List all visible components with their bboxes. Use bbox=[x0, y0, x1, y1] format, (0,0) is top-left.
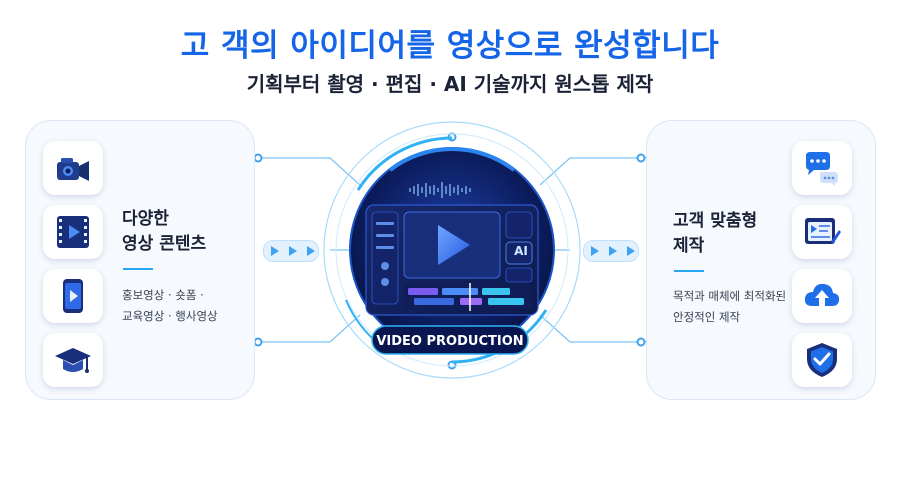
cloud-upload-tile bbox=[792, 269, 852, 323]
left-panel-underline bbox=[123, 268, 153, 270]
left-panel: 다양한 영상 콘텐츠 홍보영상 · 숏폼 · 교육영상 · 행사영상 bbox=[25, 120, 255, 400]
video-camera-tile bbox=[43, 141, 103, 195]
cloud-upload-icon bbox=[804, 283, 840, 306]
left-panel-title-1: 다양한 bbox=[122, 209, 169, 229]
smartphone-play-icon bbox=[63, 279, 83, 313]
right-arrow-pill bbox=[583, 240, 639, 262]
right-panel-title-1: 고객 맞춤형 bbox=[673, 211, 758, 231]
left-panel-title-2: 영상 콘텐츠 bbox=[122, 234, 207, 254]
film-play-icon bbox=[57, 216, 89, 248]
chat-tile bbox=[792, 141, 852, 195]
graduation-cap-icon bbox=[55, 348, 91, 373]
shield-check-icon bbox=[807, 343, 837, 377]
left-panel-desc-1: 홍보영상 · 숏폼 · bbox=[122, 288, 204, 302]
presentation-edit-icon bbox=[805, 218, 841, 244]
page-title: 고 객의 아이디어를 영상으로 완성합니다 bbox=[180, 28, 720, 64]
shield-tile bbox=[792, 333, 852, 387]
ai-badge: AI bbox=[514, 244, 528, 258]
video-camera-icon bbox=[57, 158, 89, 181]
right-panel-desc-1: 목적과 매체에 최적화된 bbox=[673, 289, 787, 303]
presentation-tile bbox=[792, 205, 852, 259]
page-subtitle: 기획부터 촬영 · 편집 · AI 기술까지 원스톱 제작 bbox=[246, 72, 654, 96]
right-panel-underline bbox=[674, 270, 704, 272]
video-production-label: VIDEO PRODUCTION bbox=[376, 334, 524, 349]
right-panel-title-2: 제작 bbox=[673, 236, 705, 256]
left-arrow-pill bbox=[263, 240, 319, 262]
chat-bubbles-icon bbox=[806, 152, 838, 186]
left-panel-desc-2: 교육영상 · 행사영상 bbox=[122, 309, 218, 323]
right-panel: 고객 맞춤형 제작 목적과 매체에 최적화된 안정적인 제작 bbox=[646, 120, 876, 400]
smartphone-tile bbox=[43, 269, 103, 323]
right-panel-desc-2: 안정적인 제작 bbox=[673, 310, 741, 324]
graduation-cap-tile bbox=[43, 333, 103, 387]
film-play-tile bbox=[43, 205, 103, 259]
